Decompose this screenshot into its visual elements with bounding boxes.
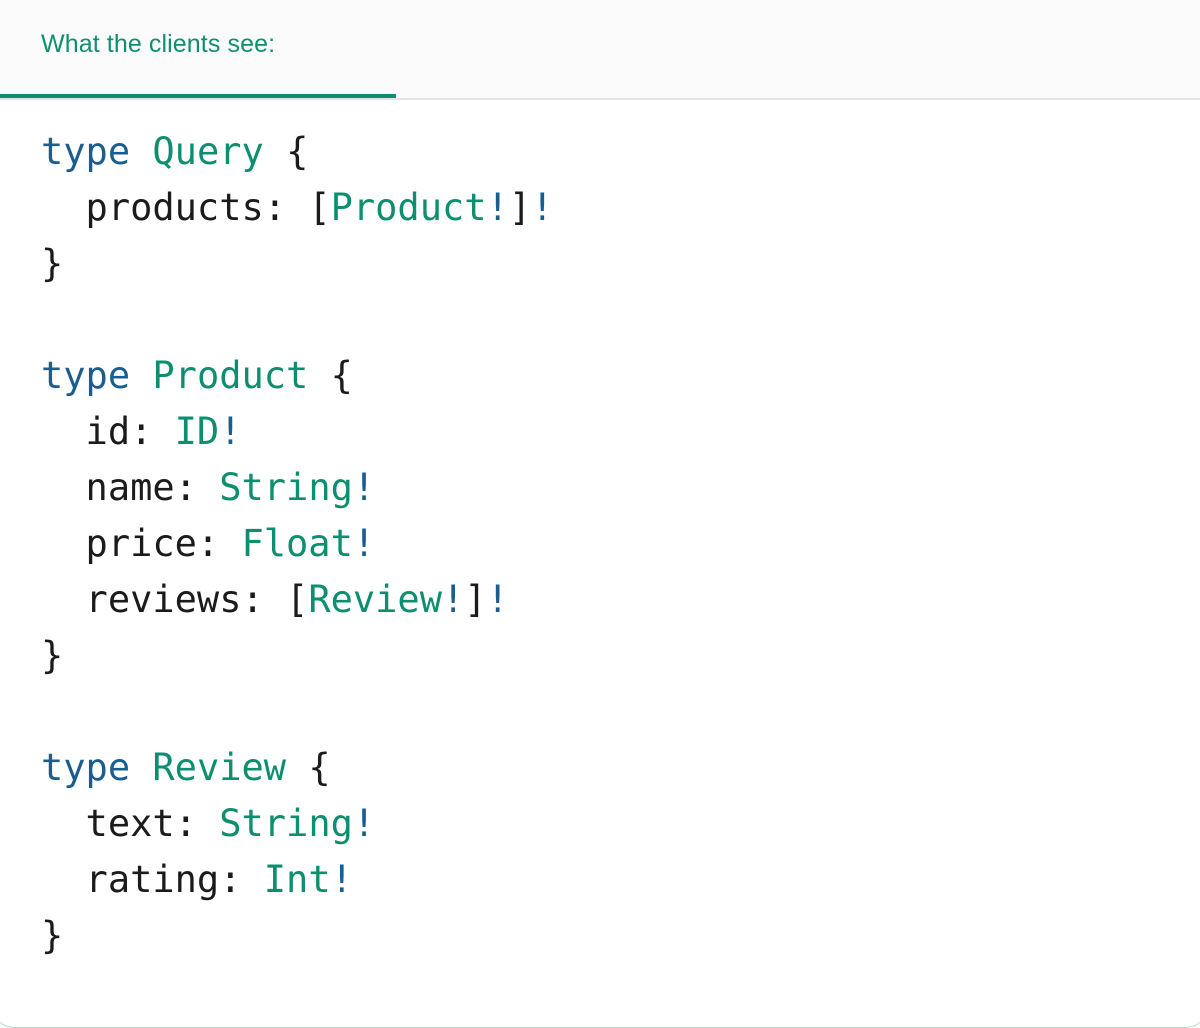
code-token-plain (286, 746, 308, 789)
code-line: } (41, 908, 1200, 964)
code-token-plain: price: (41, 522, 242, 565)
code-token-plain: reviews: (41, 578, 287, 621)
code-line: id: ID! (41, 404, 1200, 460)
code-token-kw: type (41, 746, 131, 789)
code-token-punct: { (308, 746, 331, 789)
code-line: text: String! (41, 796, 1200, 852)
code-token-punct: [ (286, 578, 309, 621)
code-token-type: Query (152, 130, 264, 173)
tab-bar: What the clients see: (0, 0, 1200, 100)
code-token-plain (130, 354, 152, 397)
code-token-bang: ! (352, 802, 376, 845)
code-token-plain (308, 354, 330, 397)
code-token-punct: } (41, 914, 64, 957)
code-token-bang: ! (352, 522, 376, 565)
code-area: type Query { products: [Product!]!} type… (0, 100, 1200, 964)
code-token-type: String (219, 466, 353, 509)
code-token-type: Review (308, 578, 442, 621)
tab-what-the-clients-see[interactable]: What the clients see: (0, 0, 396, 98)
code-token-punct: ] (464, 578, 487, 621)
code-token-bang: ! (330, 858, 353, 901)
code-token-kw: type (41, 130, 131, 173)
code-token-type: Float (241, 522, 353, 565)
code-token-plain: rating: (41, 858, 264, 901)
code-token-bang: ! (486, 578, 509, 621)
code-token-bang: ! (486, 186, 509, 229)
code-token-bang: ! (441, 578, 465, 621)
code-token-type: Product (152, 354, 309, 397)
code-token-punct: ] (508, 186, 532, 229)
code-token-plain: id: (41, 410, 175, 453)
code-line: reviews: [Review!]! (41, 572, 1200, 628)
code-token-type: Product (330, 186, 487, 229)
code-token-punct: { (286, 130, 309, 173)
code-token-type: ID (174, 410, 220, 453)
code-token-plain (130, 130, 152, 173)
code-line: } (41, 236, 1200, 292)
tab-label: What the clients see: (41, 30, 276, 58)
code-token-type: String (219, 802, 353, 845)
code-line: type Query { (41, 124, 1200, 180)
code-token-plain: products: (41, 186, 309, 229)
code-token-plain (130, 746, 152, 789)
code-line (41, 684, 1200, 740)
code-line (41, 292, 1200, 348)
graphql-schema-code[interactable]: type Query { products: [Product!]!} type… (41, 124, 1200, 964)
code-line: } (41, 628, 1200, 684)
code-token-kw: type (41, 354, 131, 397)
code-token-punct: [ (308, 186, 331, 229)
code-line: type Review { (41, 740, 1200, 796)
code-token-punct: } (41, 242, 64, 285)
code-line: price: Float! (41, 516, 1200, 572)
code-line: products: [Product!]! (41, 180, 1200, 236)
code-line: name: String! (41, 460, 1200, 516)
code-token-type: Review (152, 746, 287, 789)
code-token-punct: { (330, 354, 353, 397)
code-token-plain: text: (41, 802, 220, 845)
code-token-plain: name: (41, 466, 220, 509)
code-token-plain (264, 130, 286, 173)
code-token-type: Int (263, 858, 331, 901)
code-token-punct: } (41, 634, 64, 677)
code-token-bang: ! (219, 410, 242, 453)
code-token-bang: ! (352, 466, 376, 509)
code-token-bang: ! (531, 186, 554, 229)
code-line: type Product { (41, 348, 1200, 404)
code-line: rating: Int! (41, 852, 1200, 908)
